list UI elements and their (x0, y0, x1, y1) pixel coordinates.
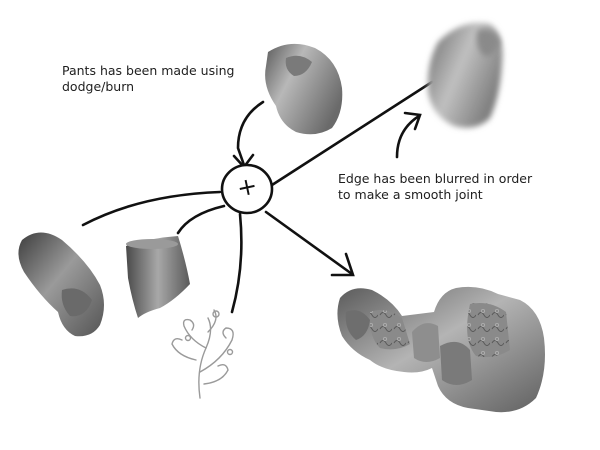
line-to-blurred (270, 80, 434, 187)
connector-lines (81, 80, 434, 314)
arrowhead-result (330, 252, 355, 277)
line-from-cup (176, 204, 226, 235)
arrow-to-blurred (395, 114, 421, 159)
arrowhead-blurred (403, 111, 422, 131)
blurred-piece (427, 22, 503, 128)
line-from-thigh (236, 100, 265, 167)
line-from-ornament (230, 212, 243, 314)
pants-note: Pants has been made using dodge/burn (62, 63, 235, 94)
line-to-result (264, 210, 354, 276)
edge-note: Edge has been blurred in order to make a… (338, 171, 533, 202)
ornament-piece (171, 309, 234, 399)
combine-symbol (220, 163, 274, 215)
leg-piece (18, 232, 105, 337)
thigh-piece (265, 43, 343, 135)
line-from-leg (81, 190, 222, 227)
shin-piece (126, 236, 190, 318)
result-piece (337, 286, 545, 413)
